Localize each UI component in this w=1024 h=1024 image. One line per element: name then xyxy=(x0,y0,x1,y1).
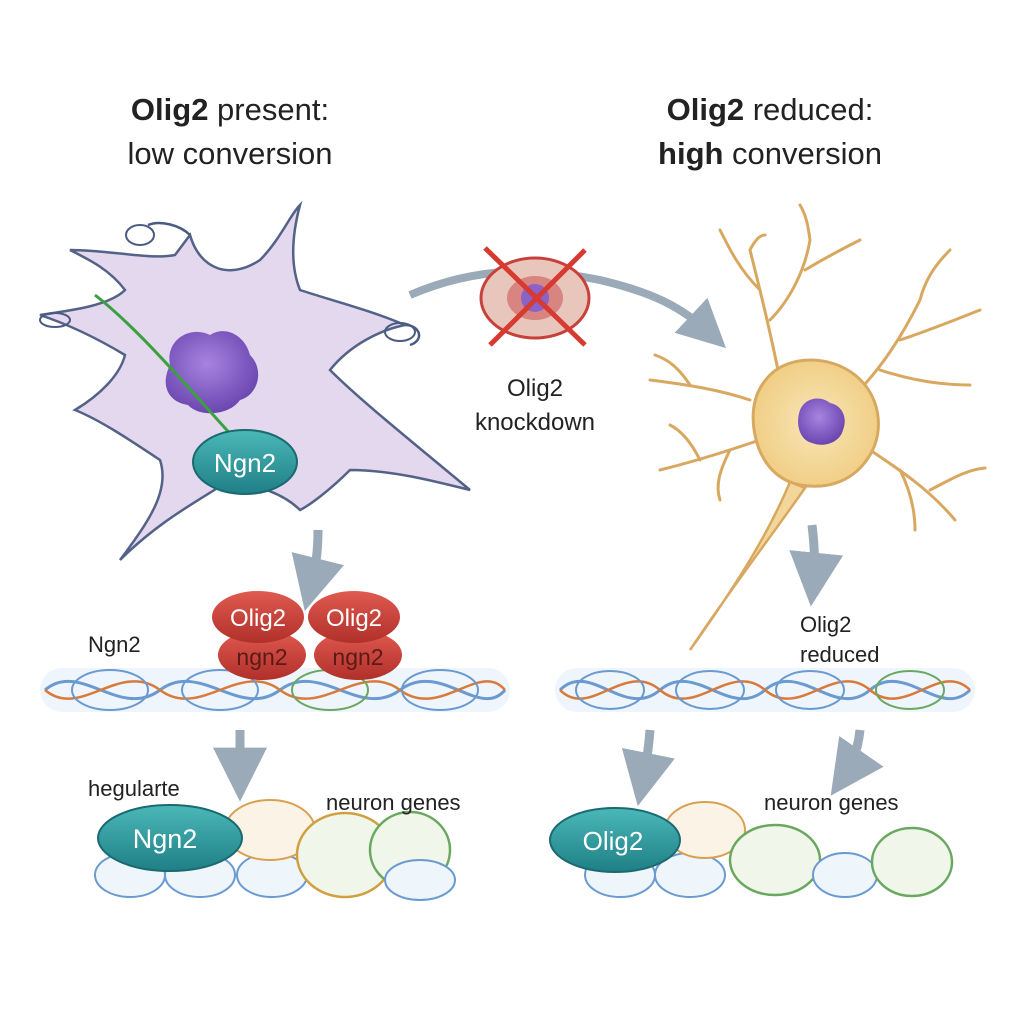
arrow-curve-top xyxy=(408,267,727,349)
label-knockdown: Olig2 knockdown xyxy=(474,375,596,436)
label-neuron-genes-right: neuron genes xyxy=(764,790,899,815)
neuron-nucleus xyxy=(798,398,845,445)
title-right: Olig2 reduced: high conversion xyxy=(658,92,882,171)
dna-strand-right xyxy=(555,668,975,712)
arrow-down-right-3 xyxy=(830,729,884,796)
chromatin-left xyxy=(94,799,456,901)
svg-text:Olig2: Olig2 xyxy=(583,826,644,856)
knockdown-symbol xyxy=(479,246,591,347)
olig2-protein-bottom: Olig2 xyxy=(549,807,681,873)
svg-text:Olig2: Olig2 xyxy=(326,605,382,632)
title-left: Olig2 present: low conversion xyxy=(127,92,333,171)
label-olig2-reduced: Olig2 reduced xyxy=(800,612,880,667)
nucleus xyxy=(165,331,259,414)
neuron-axon xyxy=(688,480,807,651)
olig2-protein-2: ngn2 Olig2 xyxy=(308,591,402,680)
svg-text:Olig2: Olig2 xyxy=(230,605,286,632)
svg-text:ngn2: ngn2 xyxy=(236,644,287,670)
label-neuron-genes-left: neuron genes xyxy=(326,790,461,815)
arrow-down-left-1 xyxy=(291,529,345,611)
label-ngn2-dna: Ngn2 xyxy=(88,632,141,657)
svg-text:Ngn2: Ngn2 xyxy=(133,824,198,854)
olig2-protein-1: ngn2 Olig2 xyxy=(212,591,306,680)
glial-cell xyxy=(39,200,471,561)
arrow-down-right-1 xyxy=(789,524,844,607)
svg-text:Ngn2: Ngn2 xyxy=(214,448,276,478)
ngn2-protein-cell: Ngn2 xyxy=(192,429,298,495)
ngn2-protein-bottom: Ngn2 xyxy=(97,804,243,872)
label-hegularte: hegularte xyxy=(88,776,180,801)
svg-text:ngn2: ngn2 xyxy=(332,644,383,670)
neuron-cell xyxy=(648,203,987,532)
dna-strand-left xyxy=(40,668,510,712)
arrow-down-right-2 xyxy=(621,729,675,807)
